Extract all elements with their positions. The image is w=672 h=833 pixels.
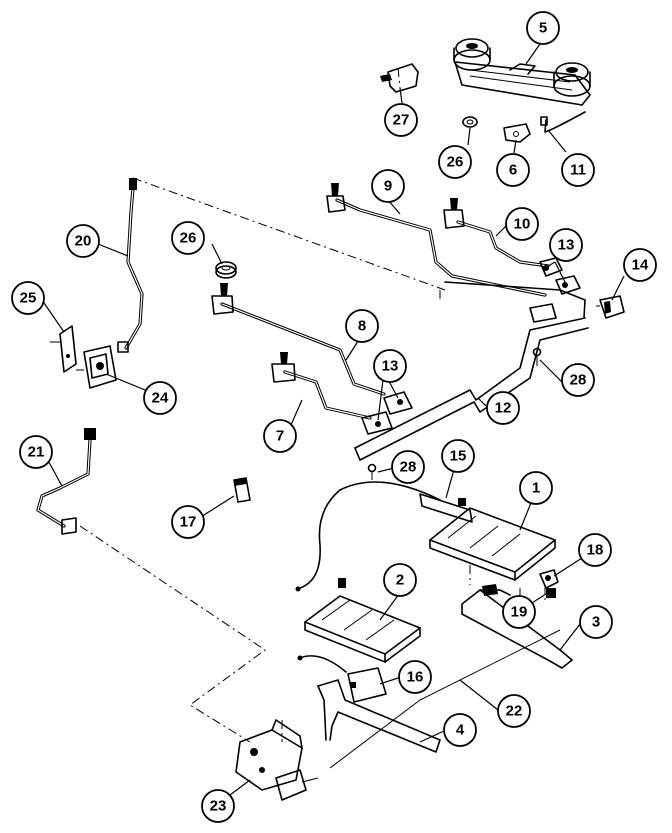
callout-label: 16: [407, 669, 424, 686]
callout-27: 27: [384, 103, 418, 137]
burner-tube-9: [326, 183, 547, 297]
callout-label: 14: [632, 257, 649, 274]
callout-label: 8: [358, 318, 366, 335]
callout-label: 25: [20, 290, 37, 307]
callout-7: 7: [263, 419, 297, 453]
bake-burner-tube: [461, 584, 573, 669]
callout-13-upper: 13: [549, 228, 583, 262]
callout-19: 19: [502, 595, 536, 629]
callout-21: 21: [19, 435, 53, 469]
callout-17: 17: [171, 505, 205, 539]
grommet-left: [215, 261, 237, 279]
burner-tube-10: [443, 198, 550, 268]
ignition-switch-block: [596, 295, 625, 319]
callout-label: 28: [400, 459, 417, 476]
gas-line-upper: [117, 178, 144, 353]
burner-tube-8: [211, 283, 386, 396]
callout-label: 18: [587, 542, 604, 559]
electrode-wire: [540, 111, 586, 133]
callout-label: 13: [382, 358, 399, 375]
callout-label: 21: [28, 444, 45, 461]
pressure-regulator: [76, 345, 117, 389]
callout-16: 16: [398, 660, 432, 694]
ignitor-cable: [295, 481, 473, 592]
callout-24: 24: [143, 381, 177, 415]
orifice-fitting: [539, 569, 559, 589]
callout-label: 6: [509, 162, 517, 179]
bake-burner-pan: [304, 578, 421, 663]
callout-23: 23: [201, 789, 235, 823]
oven-gas-valve: [235, 719, 319, 801]
callout-label: 13: [558, 237, 575, 254]
screw-lower: [367, 463, 377, 480]
broil-burner-pan: [429, 507, 556, 581]
callout-10: 10: [505, 207, 539, 241]
callout-label: 5: [539, 20, 547, 37]
callout-label: 7: [276, 428, 284, 445]
callout-label: 23: [210, 798, 227, 815]
callout-3: 3: [579, 605, 613, 639]
callout-20: 20: [66, 224, 100, 258]
callout-15: 15: [441, 439, 475, 473]
callout-label: 9: [384, 178, 392, 195]
burner-tube-7: [271, 352, 372, 420]
bake-igniter: [297, 655, 387, 703]
small-block-part: [233, 477, 251, 503]
callout-label: 4: [456, 722, 465, 739]
callout-12: 12: [486, 391, 520, 425]
callout-label: 2: [396, 572, 404, 589]
callout-6: 6: [496, 153, 530, 187]
grommet-top: [462, 116, 478, 128]
callout-2: 2: [383, 563, 417, 597]
callout-label: 15: [450, 448, 467, 465]
callout-label: 3: [592, 614, 600, 631]
callout-25: 25: [11, 281, 45, 315]
callout-4: 4: [443, 713, 477, 747]
mounting-bracket: [50, 325, 77, 373]
callout-label: 12: [495, 400, 512, 417]
callout-9: 9: [371, 169, 405, 203]
top-burner-assembly: [453, 38, 591, 106]
clip-part: [380, 63, 419, 93]
callout-26-top: 26: [438, 145, 472, 179]
callout-28-upper: 28: [561, 363, 595, 397]
callout-13-lower: 13: [373, 349, 407, 383]
callout-11: 11: [561, 153, 595, 187]
callout-label: 26: [447, 154, 464, 171]
callout-22: 22: [497, 694, 531, 728]
callout-label: 28: [570, 372, 587, 389]
callout-label: 10: [514, 216, 531, 233]
callout-label: 26: [180, 230, 197, 247]
callout-8: 8: [345, 309, 379, 343]
callout-label: 20: [75, 233, 92, 250]
leader-lines: [41, 43, 625, 799]
callout-label: 1: [532, 480, 540, 497]
valve-cluster-lower: [361, 391, 413, 435]
callout-26-left: 26: [171, 221, 205, 255]
callout-14: 14: [623, 248, 657, 282]
callout-label: 17: [180, 514, 197, 531]
gas-line-lower: [36, 428, 96, 535]
callout-1: 1: [519, 471, 553, 505]
callout-label: 22: [506, 703, 523, 720]
thermostat-capillary: [329, 629, 561, 769]
bake-tube: [317, 679, 441, 753]
screw-upper: [532, 347, 542, 366]
callout-label: 11: [570, 162, 586, 179]
callout-label: 27: [393, 112, 410, 129]
callout-28-lower: 28: [391, 450, 425, 484]
hood-fitting: [546, 588, 556, 598]
burner-bracket: [503, 123, 531, 143]
callout-18: 18: [578, 533, 612, 567]
callout-label: 24: [152, 390, 169, 407]
callout-5: 5: [526, 11, 560, 45]
callout-label: 19: [511, 604, 528, 621]
